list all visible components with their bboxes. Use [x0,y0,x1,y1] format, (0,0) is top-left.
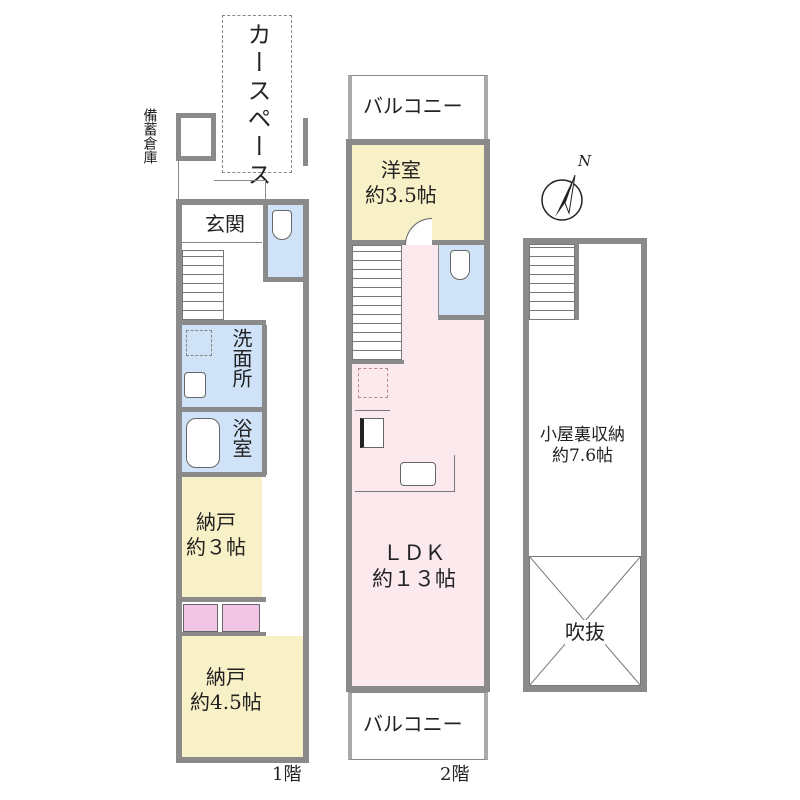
storeroom-small-label: 納戸 約３帖 [186,510,246,560]
wall [182,597,266,602]
wall [262,325,267,475]
ldk-size: 約１３帖 [372,567,456,592]
toilet-icon [272,210,292,240]
storeroom-large-name: 納戸 [205,665,246,689]
closet [222,604,260,632]
storeroom-small-name: 納戸 [196,510,236,534]
path-outline [178,160,268,200]
stairs-loft [529,244,575,320]
floor2-label: 2階 [440,764,470,785]
storage-shed-label: 備蓄倉庫 [141,108,158,164]
closet [183,604,218,632]
void-label: 吹抜 [565,620,605,645]
balcony-top-label: バルコニー [363,94,463,118]
wall [182,407,266,412]
entrance [182,205,262,243]
loft-storage-label: 小屋裏収納 約7.6帖 [540,425,625,468]
path-outline [214,180,266,200]
stairs-2f [352,245,402,360]
loft-storage-size: 約7.6帖 [551,446,614,467]
car-space-post [303,118,308,166]
kitchen-sink-icon [400,462,436,486]
ldk-label: ＬＤＫ 約１３帖 [372,540,456,593]
stove-icon [360,418,384,448]
loft-outline [523,238,647,692]
car-space [222,15,292,173]
wall [352,360,404,364]
western-room-name: 洋室 [380,158,421,182]
bathroom-label: 浴室 [229,418,253,458]
floor2-outline [346,139,490,692]
toilet-icon [450,250,470,280]
balcony-bottom [348,692,488,760]
storeroom-large-size: 約4.5帖 [190,690,262,714]
washer-icon [186,330,212,356]
storeroom-large-label: 納戸 約4.5帖 [190,665,262,715]
loft-storage-name: 小屋裏収納 [540,425,625,445]
balcony-bottom-label: バルコニー [363,712,463,736]
toilet-1f [263,205,303,282]
compass-north: N [578,152,592,170]
storeroom-large [182,636,303,757]
wall [182,632,266,636]
floor1-outline [176,199,309,763]
bathtub-icon [186,418,220,468]
floor1-label: 1階 [272,764,302,785]
western-room-label: 洋室 約3.5帖 [365,158,437,208]
ldk-name: ＬＤＫ [382,541,446,565]
storeroom-small [182,477,262,597]
fridge-space [358,368,388,398]
stairs-1f [182,250,224,320]
western-room-size: 約3.5帖 [365,183,437,207]
storeroom-small-size: 約３帖 [186,535,246,559]
wall [575,244,579,320]
sink-icon [184,372,206,398]
washroom-label: 洗面所 [229,328,253,388]
storage-shed [176,113,216,161]
wall [182,320,266,325]
car-space-label: カースペース [243,22,271,190]
wall [182,472,266,477]
entrance-label: 玄関 [205,212,245,236]
compass-icon [541,174,583,221]
